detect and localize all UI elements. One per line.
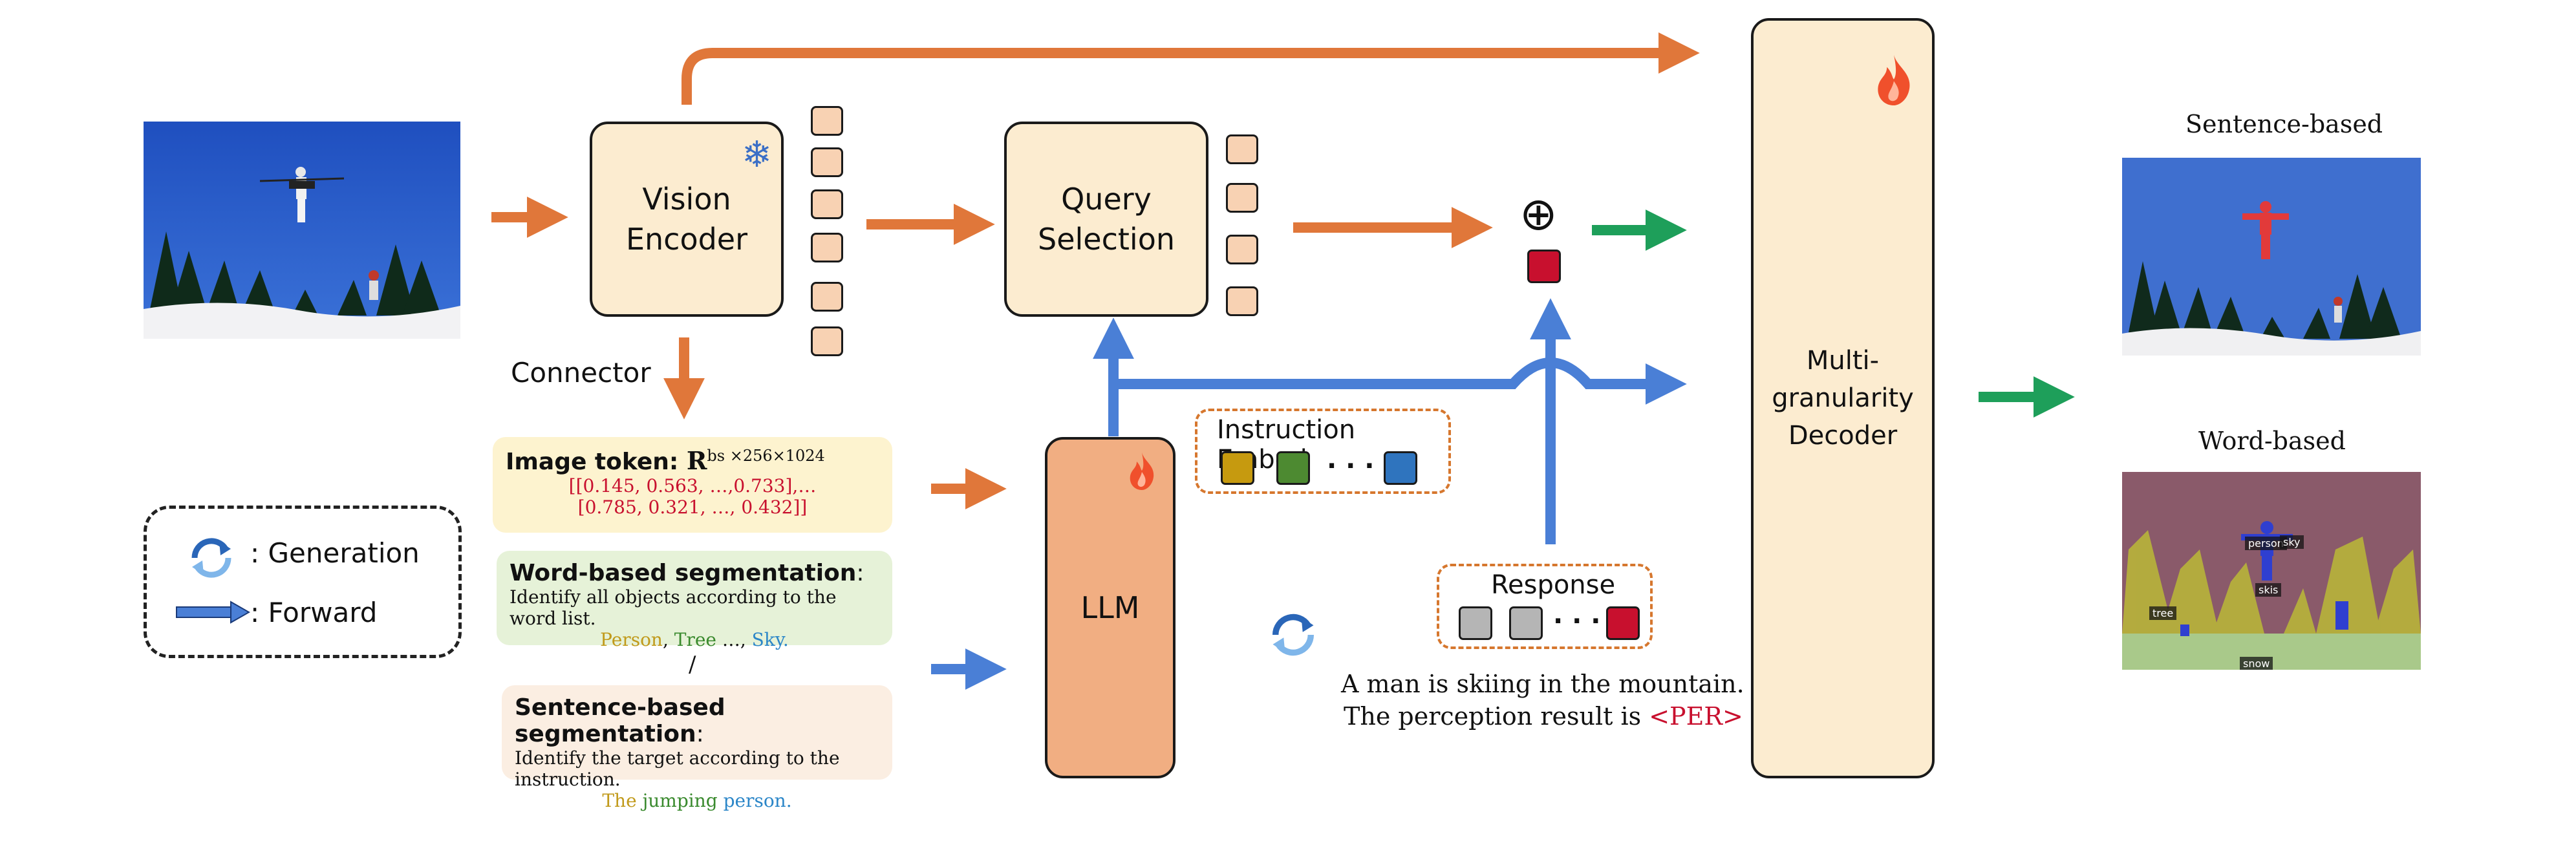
response-text-prefix: The perception result is [1344,702,1649,731]
word-sky: Sky. [751,629,789,650]
llm-label: LLM [1080,590,1140,625]
word-sep-2: …, [716,629,752,650]
response-token-per [1606,606,1640,640]
legend-box: : Generation : Forward [144,506,462,658]
word-tag-sky: sky [2280,535,2304,549]
sentence-word-person: person. [723,790,792,811]
decoder-label: Multi- granularity Decoder [1772,346,1914,451]
embed-token-blue [1384,451,1417,485]
flame-icon [1125,451,1159,501]
word-sep-1: , [662,629,674,650]
word-person: Person [600,629,663,650]
legend-generation-label: : Generation [250,537,420,569]
sentence-seg-words: The jumping person. [515,790,879,811]
sentence-seg-colon: : [696,721,704,747]
response-title: Response [1491,570,1616,600]
response-text-line-2: The perception result is <PER> [1344,702,1743,731]
word-tag-skis: skis [2255,583,2282,597]
word-tag-tree: tree [2149,606,2177,620]
plus-symbol: ⊕ [1519,187,1558,240]
word-tag-snow: snow [2240,657,2273,670]
arrow-encoder-to-decoder-top [682,32,1700,105]
output-sentence-label: Sentence-based [2185,110,2383,138]
connector-label: Connector [511,357,651,389]
query-token [1226,286,1258,316]
word-seg-colon: : [856,560,864,586]
forward-arrow-icon [176,601,251,624]
embed-token-gold [1221,451,1254,485]
response-token-gray [1459,606,1492,640]
word-seg-instruction: Identify all objects according to the wo… [510,586,837,629]
sentence-seg-title-line: Sentence-based segmentation: [515,694,879,747]
response-text-line-1: A man is skiing in the mountain. [1341,670,1744,698]
word-seg-title: Word-based segmentation [510,560,857,586]
query-token [1226,134,1258,164]
encoder-token [811,106,843,136]
slash-divider: / [689,652,696,678]
legend-forward-label: : Forward [250,597,378,628]
query-token [1226,183,1258,213]
decoder-box: Multi- granularity Decoder [1751,18,1935,778]
query-selection-label: Query Selection [1038,182,1175,257]
per-token-label: <PER> [1649,702,1743,731]
image-token-symbol: R [686,446,707,475]
sentence-word-the: The [602,790,637,811]
image-token-title-prefix: Image token: [506,449,687,475]
word-tree: Tree [674,629,716,650]
response-dots: · · · [1553,606,1601,636]
output-word-label: Word-based [2198,427,2346,455]
encoder-token [811,326,843,356]
image-token-title: Image token: Rbs ×256×1024 [506,446,879,475]
word-output-image: person sky skis tree snow [2122,472,2421,670]
encoder-token [811,282,843,312]
encoder-token [811,189,843,219]
word-seg-words: Person, Tree …, Sky. [510,629,879,650]
vision-encoder-label: Vision Encoder [625,182,748,257]
snowflake-icon: ❄ [742,134,772,176]
sentence-seg-panel: Sentence-based segmentation: Identify th… [502,685,892,811]
flame-icon [1871,53,1916,117]
response-box: Response · · · [1437,564,1653,649]
image-token-values-2: [0.785, 0.321, …, 0.432]] [577,496,808,518]
sentence-seg-title: Sentence-based segmentation [515,694,725,747]
input-image [144,122,460,339]
word-tag-person: person [2245,537,2287,550]
generation-cycle-icon [191,538,231,578]
image-token-values-1: [[0.145, 0.563, …,0.733],… [568,475,817,496]
per-token-square [1527,250,1561,283]
llm-box: LLM [1045,437,1175,778]
encoder-token [811,147,843,177]
instruction-embed-box: Instruction Embed · · · [1195,409,1451,494]
generation-cycle-icon [1272,614,1315,656]
embed-token-green [1276,451,1310,485]
word-seg-title-line: Word-based segmentation: [510,560,879,586]
encoder-token [811,233,843,262]
response-token-gray [1509,606,1543,640]
query-token [1226,235,1258,264]
sentence-seg-instruction: Identify the target according to the ins… [515,747,840,790]
arrow-llm-to-decoder [1113,357,1687,405]
image-token-panel: Image token: Rbs ×256×1024 [[0.145, 0.56… [493,437,892,533]
vision-encoder-box: Vision Encoder ❄ [590,122,784,317]
sentence-output-image [2122,158,2421,356]
embed-dots: · · · [1327,451,1375,481]
image-token-dims: bs ×256×1024 [707,447,825,465]
sentence-word-jumping: jumping [642,790,718,811]
word-seg-panel: Word-based segmentation: Identify all ob… [497,551,892,650]
query-selection-box: Query Selection [1004,122,1208,317]
